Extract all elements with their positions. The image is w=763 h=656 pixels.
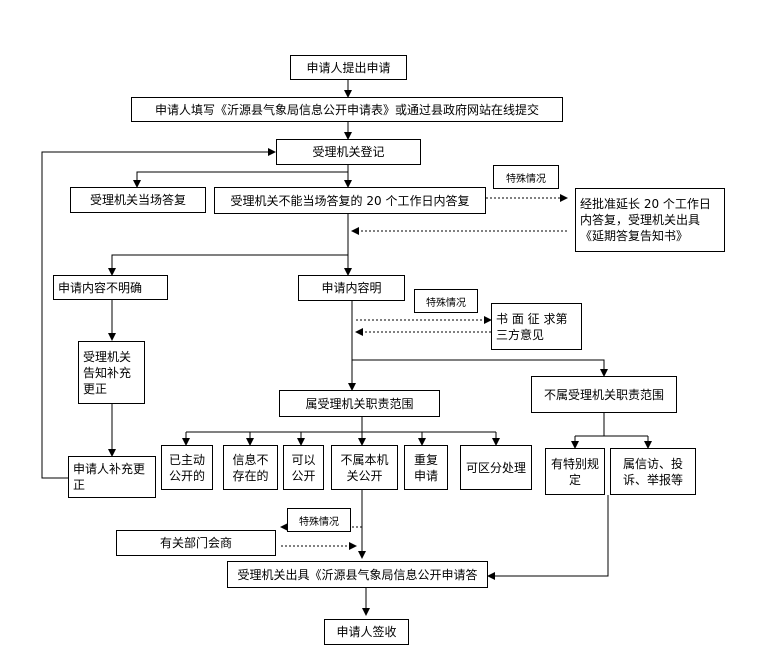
node-not-exist: 信息不存在的 (223, 445, 278, 490)
node-petition: 属信访、投诉、举报等 (610, 448, 696, 495)
node-register: 受理机关登记 (276, 139, 421, 165)
node-third-party: 书 面 征 求第三方意见 (491, 303, 582, 350)
node-duplicate: 重复申请 (404, 445, 448, 490)
node-clear: 申请内容明 (298, 275, 405, 301)
node-unclear: 申请内容不明确 (53, 275, 168, 300)
node-partial: 可区分处理 (460, 445, 532, 490)
node-sign: 申请人签收 (324, 619, 409, 645)
node-applicant-correct: 申请人补充更正 (68, 456, 156, 498)
node-consult-dept: 有关部门会商 (116, 530, 276, 556)
node-out-scope: 不属受理机关职责范围 (531, 376, 677, 413)
special-case-tag-2: 特殊情况 (414, 289, 478, 313)
node-notify-correct: 受理机关告知补充更正 (78, 341, 145, 404)
node-reply-20-days: 受理机关不能当场答复的 20 个工作日内答复 (214, 187, 486, 214)
special-case-tag-3: 特殊情况 (287, 508, 351, 532)
node-in-scope: 属受理机关职责范围 (279, 390, 440, 417)
node-can-publish: 可以公开 (283, 445, 324, 490)
node-published: 已主动公开的 (161, 445, 213, 490)
node-submit: 申请人提出申请 (290, 55, 407, 80)
special-case-tag-1: 特殊情况 (493, 165, 559, 189)
node-extend-20-days: 经批准延长 20 个工作日内答复，受理机关出具《延期答复告知书》 (575, 188, 725, 252)
node-special-rule: 有特别规定 (545, 448, 605, 495)
node-fill-form: 申请人填写《沂源县气象局信息公开申请表》或通过县政府网站在线提交 (131, 97, 563, 122)
node-reply-on-spot: 受理机关当场答复 (70, 187, 206, 213)
node-not-this-office: 不属本机关公开 (331, 445, 398, 490)
node-issue-reply: 受理机关出具《沂源县气象局信息公开申请答 (227, 561, 488, 588)
